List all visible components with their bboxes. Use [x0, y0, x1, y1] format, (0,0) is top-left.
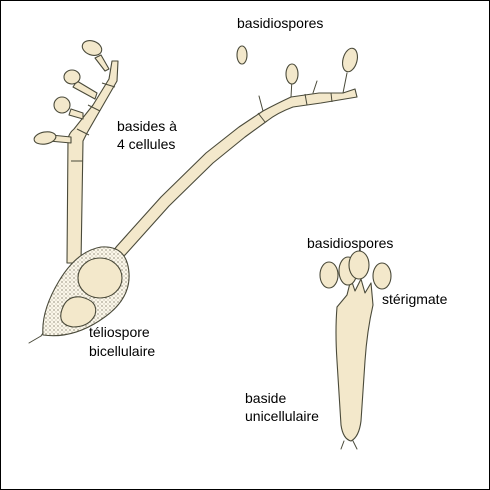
label-teliospore-line2: bicellulaire	[89, 343, 156, 359]
label-basidiospores-top: basidiospores	[237, 15, 324, 31]
right-basidiospores	[319, 250, 392, 290]
label-sterigmate: stérigmate	[382, 291, 448, 307]
label-baside-line1: baside	[245, 390, 287, 406]
left-basidiospores	[33, 40, 103, 145]
label-teliospore-line1: téliospore	[89, 324, 150, 340]
top-basidiospores	[236, 45, 358, 85]
label-basides-line1: basides à	[117, 118, 177, 134]
teliospore	[28, 246, 130, 344]
label-basidiospores-right: basidiospores	[307, 235, 394, 251]
label-baside-line2: unicellulaire	[245, 408, 319, 424]
long-hypha	[108, 72, 358, 264]
left-basidium	[48, 54, 119, 264]
label-basides-line2: 4 cellules	[117, 136, 176, 152]
unicellular-basidium	[335, 278, 374, 450]
